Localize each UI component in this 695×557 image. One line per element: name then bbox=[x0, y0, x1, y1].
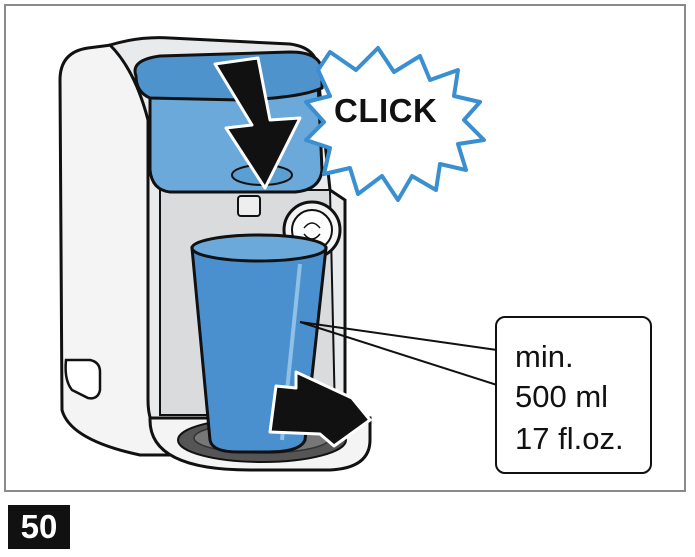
volume-callout: min. 500 ml 17 fl.oz. bbox=[495, 316, 652, 474]
push-arrow-icon bbox=[268, 370, 372, 448]
callout-floz-value: 17 fl.oz. bbox=[515, 421, 624, 456]
step-number-badge: 50 bbox=[8, 505, 70, 549]
dispenser-nozzle bbox=[237, 195, 261, 217]
click-label: CLICK bbox=[334, 92, 438, 129]
side-handle bbox=[64, 358, 102, 400]
down-arrow-icon bbox=[213, 56, 302, 190]
callout-leader bbox=[299, 321, 498, 386]
glass-rim bbox=[190, 233, 328, 263]
click-starburst bbox=[304, 46, 486, 202]
callout-min-label: min. bbox=[515, 339, 574, 374]
callout-ml-value: 500 ml bbox=[515, 379, 609, 414]
